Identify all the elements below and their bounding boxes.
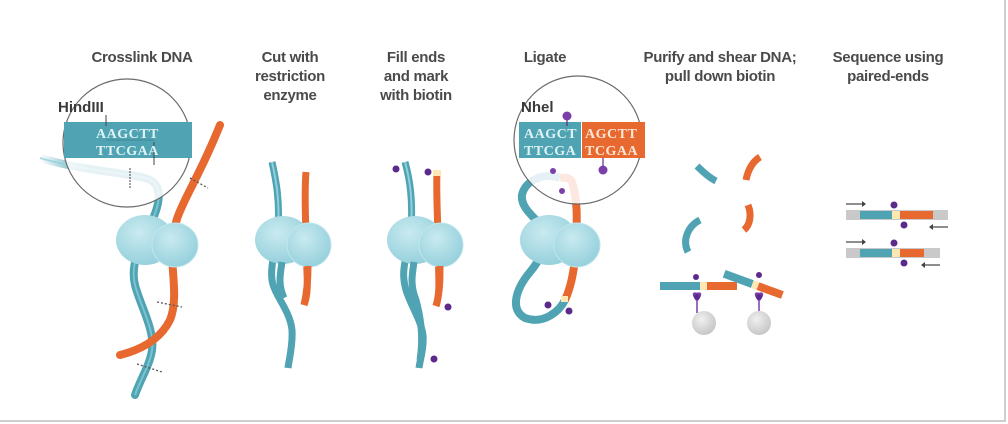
fill-illustration: [387, 161, 464, 369]
nhei-right-bottom-seq: TCGAA: [585, 144, 638, 159]
step-title-line: restriction: [255, 68, 325, 85]
cut-site-marker: [189, 177, 209, 189]
step-title-purify: Purify and shear DNA; pull down biotin: [644, 49, 797, 85]
hindiii-top-seq: AAGCTT: [96, 127, 159, 142]
hindiii-bottom-seq: TTCGAA: [96, 144, 159, 159]
svg-text:Sequence using: Sequence using: [833, 49, 944, 66]
nhei-left-bottom-seq: TTCGA: [524, 144, 577, 159]
step-title-line: Ligate: [524, 49, 566, 66]
biotin-marker: [565, 307, 573, 315]
sequencing-illustration: [846, 201, 948, 268]
step-title-line: Sequence using: [833, 49, 944, 66]
svg-text:restriction: restriction: [255, 68, 325, 85]
biotin-marker: [890, 239, 898, 247]
step-title-crosslink: Crosslink DNA: [91, 49, 193, 66]
svg-text:pull down biotin: pull down biotin: [665, 68, 775, 85]
svg-text:Purify and shear DNA;: Purify and shear DNA;: [644, 49, 797, 66]
crosslink-illustration: HindIII AAGCTT TTCGAA: [36, 78, 224, 399]
biotin-marker: [562, 111, 572, 121]
step-title-line: Fill ends: [387, 49, 445, 66]
nhei-right-band: [582, 122, 645, 158]
paired-read-2: [846, 239, 940, 268]
step-title-fill: Fill ends and mark with biotin: [379, 49, 452, 104]
svg-text:Ligate: Ligate: [524, 49, 566, 66]
biotin-marker: [756, 272, 762, 278]
biotin-marker: [444, 303, 452, 311]
crosslink-protein: [116, 215, 199, 268]
cut-illustration: [255, 161, 332, 369]
step-title-line: Cut with: [262, 49, 319, 66]
biotin-marker: [890, 201, 898, 209]
biotin-marker: [559, 188, 565, 194]
svg-text:Cut with: Cut with: [262, 49, 319, 66]
step-title-line: paired-ends: [847, 68, 929, 85]
biotin-marker: [900, 259, 908, 267]
step-title-line: enzyme: [263, 87, 316, 104]
svg-text:with biotin: with biotin: [379, 87, 452, 104]
biotin-marker: [693, 274, 699, 280]
ligate-protein: [520, 215, 601, 268]
nhei-label: Nhel: [521, 99, 554, 116]
step-title-line: Crosslink DNA: [91, 49, 193, 66]
biotin-marker: [900, 221, 908, 229]
biotin-marker: [430, 355, 438, 363]
fill-protein: [387, 216, 464, 268]
cut-site-marker: [156, 301, 183, 308]
dna-fragment-blue: [694, 163, 718, 185]
svg-text:paired-ends: paired-ends: [847, 68, 929, 85]
svg-text:Crosslink DNA: Crosslink DNA: [91, 49, 193, 66]
captured-fragment-right: [722, 270, 784, 335]
ligate-illustration: Nhel AAGCT TTCGA AGCTT TCGAA: [512, 75, 645, 324]
hindiii-label: HindIII: [58, 99, 104, 116]
svg-text:Fill ends: Fill ends: [387, 49, 445, 66]
step-title-line: pull down biotin: [665, 68, 775, 85]
nhei-right-top-seq: AGCTT: [585, 127, 637, 142]
dna-fragment-orange: [742, 154, 763, 181]
step-title-line: with biotin: [379, 87, 452, 104]
paired-read-1: [846, 201, 948, 230]
nhei-left-top-seq: AAGCT: [524, 127, 577, 142]
streptavidin-bead: [692, 311, 716, 335]
step-title-cut: Cut with restriction enzyme: [255, 49, 325, 104]
svg-text:enzyme: enzyme: [263, 87, 316, 104]
step-title-sequence: Sequence using paired-ends: [833, 49, 944, 85]
biotin-marker: [424, 168, 432, 176]
shear-illustration: [660, 154, 784, 335]
step-title-line: and mark: [384, 68, 449, 85]
cut-protein: [255, 216, 332, 268]
captured-fragment-left: [660, 274, 737, 335]
svg-text:and mark: and mark: [384, 68, 449, 85]
biotin-marker: [550, 168, 556, 174]
dna-fragment-orange: [741, 203, 754, 233]
step-title-ligate: Ligate: [524, 49, 567, 66]
biotin-marker: [392, 165, 400, 173]
biotin-marker: [598, 165, 608, 175]
step-title-line: Purify and shear DNA;: [644, 49, 797, 66]
biotin-marker: [544, 301, 552, 309]
cut-site-marker: [136, 363, 163, 373]
streptavidin-bead: [747, 311, 771, 335]
nhei-left-band: [519, 122, 581, 158]
dna-fragment-blue: [682, 216, 702, 254]
